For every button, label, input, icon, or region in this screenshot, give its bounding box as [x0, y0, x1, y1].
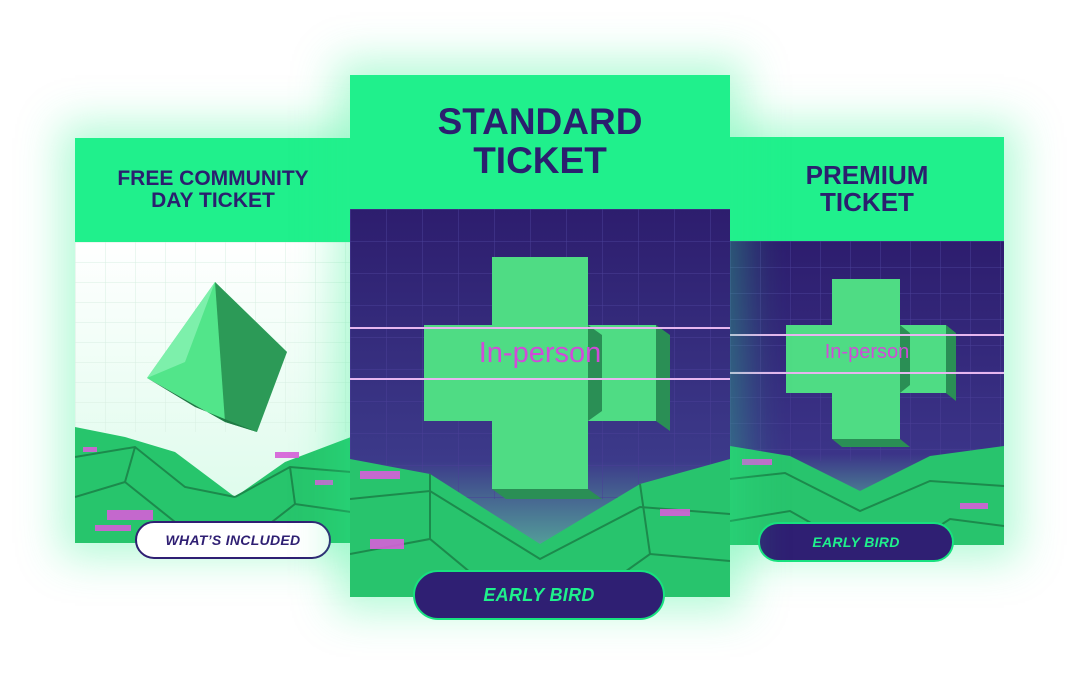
ticket-art-standard [350, 209, 730, 597]
early-bird-label-standard: EARLY BIRD [483, 584, 595, 605]
early-bird-label-premium: EARLY BIRD [812, 534, 900, 550]
ticket-title-free: FREE COMMUNITY DAY TICKET [75, 138, 351, 242]
free-art-svg [75, 242, 351, 543]
in-person-badge-premium: In-person [824, 341, 910, 363]
whats-included-label: WHAT’S INCLUDED [165, 532, 301, 548]
in-person-badge-standard: In-person [478, 337, 602, 369]
ticket-title-line2: TICKET [473, 140, 607, 181]
early-bird-button-standard[interactable]: EARLY BIRD [413, 570, 665, 620]
standard-art-svg [350, 209, 730, 597]
ticket-title-standard: STANDARD TICKET [350, 75, 730, 209]
green-plus-cross-icon [424, 257, 670, 499]
ticket-title-premium: PREMIUM TICKET [730, 137, 1004, 241]
ticket-card-premium[interactable]: PREMIUM TICKET [730, 137, 1004, 545]
ticket-title-line1: FREE COMMUNITY [117, 166, 309, 190]
ticket-card-standard[interactable]: STANDARD TICKET [350, 75, 730, 597]
ticket-card-free[interactable]: FREE COMMUNITY DAY TICKET [75, 138, 351, 543]
ticket-art-premium [730, 241, 1004, 545]
ticket-title-line2: DAY TICKET [151, 189, 275, 212]
green-pyramid-icon [147, 282, 287, 432]
whats-included-button[interactable]: WHAT’S INCLUDED [135, 521, 331, 559]
early-bird-button-premium[interactable]: EARLY BIRD [758, 522, 954, 562]
premium-art-svg [730, 241, 1004, 545]
ticket-title-line2: TICKET [820, 187, 914, 217]
ticket-title-line1: STANDARD [437, 101, 643, 143]
ticket-art-free [75, 242, 351, 543]
ticket-title-line1: PREMIUM [805, 159, 929, 190]
green-plus-cross-icon [786, 279, 956, 447]
